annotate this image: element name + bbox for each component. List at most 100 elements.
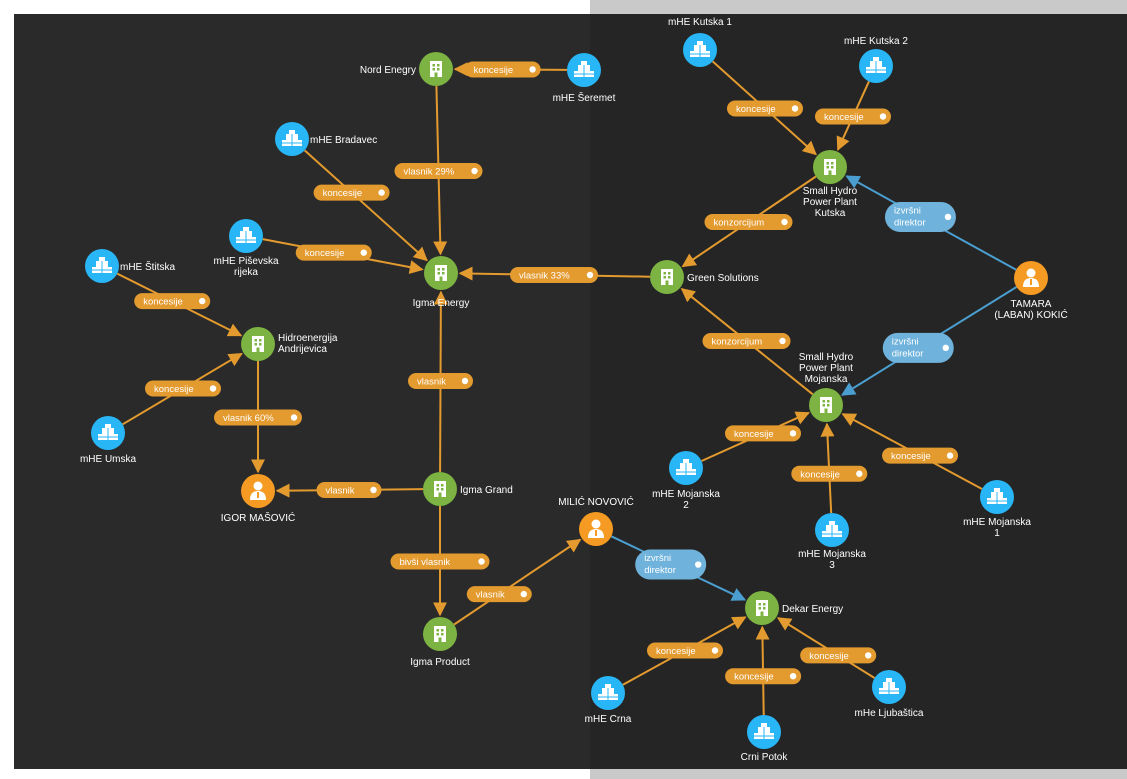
edge-label-dot [529,66,536,73]
node-label: 2 [683,500,689,511]
person-icon [1026,268,1036,278]
node-label: mHE Štitska [120,260,175,273]
node-label: Green Solutions [687,273,759,284]
node-ljubastica[interactable]: mHe Ljubaštica [855,670,924,719]
edge-label-pisevska-igma_energy[interactable]: koncesije [295,244,372,261]
edge-label-dot [856,470,863,477]
edge-label-dot [942,344,949,352]
node-dekar[interactable]: Dekar Energy [745,591,843,625]
edge-label-dot [695,561,702,568]
edge-label-text: koncesije [323,188,363,199]
node-label: mHE Mojanska [652,489,720,500]
node-label: TAMARA [1011,299,1052,310]
edge-label-dot [461,377,469,385]
edge-label-ljubastica-dekar[interactable]: koncesije [800,647,877,664]
node-igma_grand[interactable]: Igma Grand [423,472,513,506]
edge-label-seremet-nord[interactable]: koncesije [464,61,541,78]
edge-label-text: izvršni [892,336,919,347]
edge-label-dot [946,452,954,459]
node-kutska2[interactable]: mHE Kutska 2 [844,36,908,83]
edge-label-igma_grand-igma_product[interactable]: bivši vlasnik [390,553,490,570]
edge-label-dot [290,414,298,421]
edge-label-mojanska1-shpp_mojanska[interactable]: koncesije [882,447,959,464]
edge-label-dot [791,105,799,112]
node-label: mHE Umska [80,454,137,465]
edge-label-text: vlasnik 33% [519,271,570,282]
node-crna[interactable]: mHE Crna [585,676,632,725]
node-seremet[interactable]: mHE Šeremet [553,53,616,104]
edge-label-nord-igma_energy[interactable]: vlasnik 29% [394,163,483,179]
node-igor[interactable]: IGOR MAŠOVIĆ [221,474,295,524]
node-nord[interactable]: Nord Enegry [360,52,453,86]
edge-label-dot [378,189,385,196]
edge-label-igma_grand-igma_energy[interactable]: vlasnik [408,373,473,389]
edge-label-mojanska2-shpp_mojanska[interactable]: koncesije [725,425,801,442]
edge-label-text: koncesije [736,104,776,115]
node-umska[interactable]: mHE Umska [80,416,137,465]
edge-label-text: koncesije [143,297,183,308]
edge-label-umska-hidro[interactable]: koncesije [145,380,221,397]
node-green[interactable]: Green Solutions [650,260,759,294]
node-label: IGOR MAŠOVIĆ [221,511,295,524]
edge-label-stitska-hidro[interactable]: koncesije [134,293,211,310]
edge-label-mojanska3-shpp_mojanska[interactable]: koncesije [791,465,868,482]
edge-label-text: konzorcijum [714,218,765,229]
edge-label-hidro-igor[interactable]: vlasnik 60% [214,409,302,426]
edge-label-text: vlasnik [476,590,505,601]
edge-label-text: vlasnik [326,486,355,497]
node-bradavec[interactable]: mHE Bradavec [275,122,377,156]
edge-label-dot [478,558,485,565]
edge-label-igma_product-milic[interactable]: vlasnik [466,586,532,603]
node-label: mHE Mojanska [798,549,866,560]
node-label: Igma Energy [413,298,470,309]
edge-label-text: vlasnik 29% [404,167,455,178]
node-label: Crni Potok [741,752,789,763]
node-label: mHe Ljubaštica [855,708,924,719]
nodes-layer: Nord Enegry mHE Šeremet mHE Bradavec mHE Pi… [80,17,1068,763]
node-milic[interactable]: MILIĆ NOVOVIĆ [558,495,634,546]
node-label: Small Hydro [803,186,858,197]
edge-label-shpp_mojanska-green[interactable]: konzorcijum [702,333,791,349]
node-label: mHE Piševska [213,256,278,267]
node-label: (LABAN) KOKIĆ [994,308,1067,321]
edge-label-green-igma_energy[interactable]: vlasnik 33% [510,267,598,283]
node-crni_potok[interactable]: Crni Potok [741,715,789,763]
edge-label-bradavec-igma_energy[interactable]: koncesije [313,184,390,201]
edge-igma_product-milic[interactable] [453,538,582,626]
edge-label-dot [711,647,719,654]
edge-label-igma_grand-igor[interactable]: vlasnik [316,482,382,498]
edge-label-kutska2-shpp_kutska[interactable]: koncesije [815,108,891,125]
node-label: Power Plant [799,363,853,374]
node-stitska[interactable]: mHE Štitska [85,249,175,283]
edge-label-text: konzorcijum [712,337,763,348]
edge-label-text: koncesije [824,112,864,123]
node-tamara[interactable]: TAMARA(LABAN) KOKIĆ [994,261,1068,321]
edge-label-crni_potok-dekar[interactable]: koncesije [725,668,802,685]
node-label: mHE Kutska 1 [668,17,732,28]
edge-label-shpp_kutska-green[interactable]: konzorcijum [704,214,793,230]
edge-label-dot [209,385,217,392]
edge-label-text: koncesije [891,451,931,462]
edge-label-text: direktor [894,217,926,228]
edge-label-text: koncesije [656,646,696,657]
edge-label-kutska1-shpp_kutska[interactable]: koncesije [727,100,803,117]
node-label: Igma Grand [460,485,513,496]
node-kutska1[interactable]: mHE Kutska 1 [668,17,732,67]
node-igma_energy[interactable]: Igma Energy [413,256,470,309]
edge-bradavec-igma_energy[interactable] [303,149,428,262]
edge-label-text: koncesije [154,384,194,395]
edge-label-dot [586,271,594,279]
node-igma_product[interactable]: Igma Product [410,617,470,668]
edge-label-crna-dekar[interactable]: koncesije [647,642,723,659]
